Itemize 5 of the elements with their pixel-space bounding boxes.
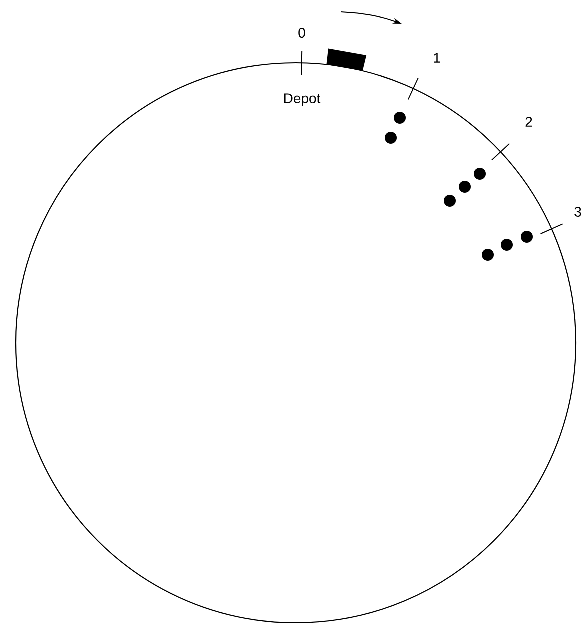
- tick-number: 2: [526, 117, 532, 127]
- depot-label: Depot: [284, 94, 321, 106]
- tick-number: 3: [574, 207, 582, 217]
- tick-number: 1: [434, 53, 440, 63]
- tick-number: 0: [298, 28, 306, 38]
